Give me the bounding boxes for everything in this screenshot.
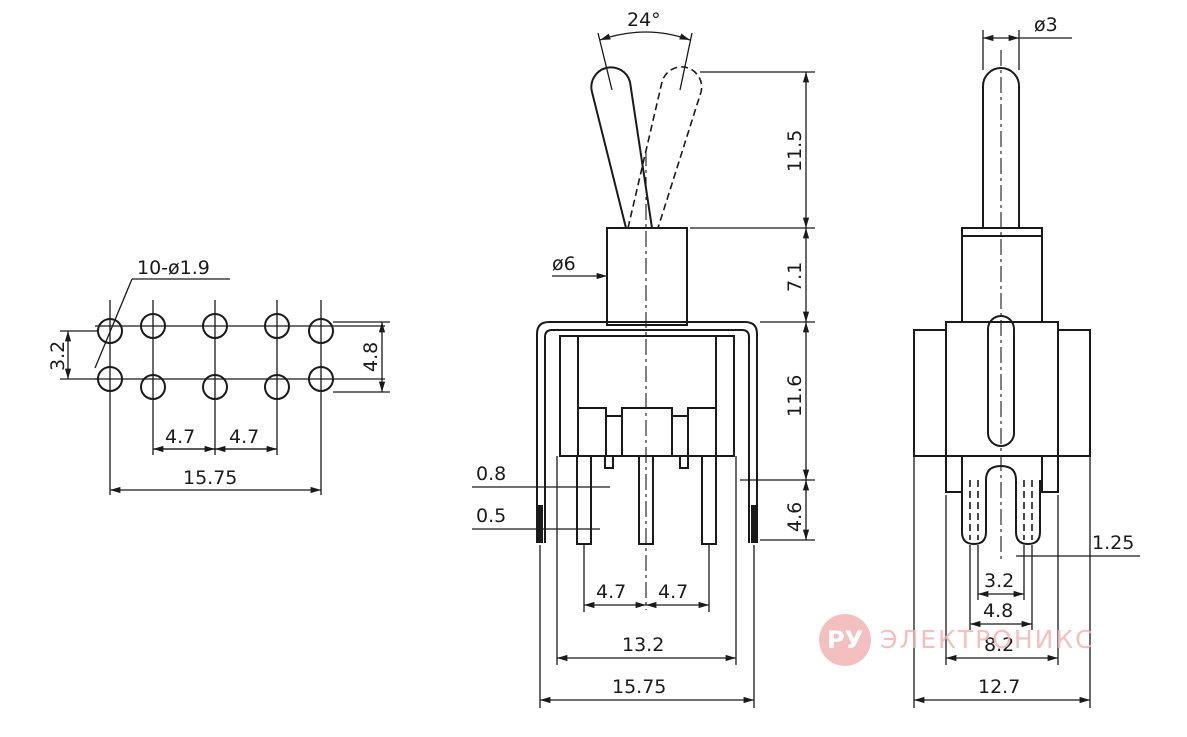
watermark-logo-circle bbox=[819, 614, 871, 666]
dim-total-width-front: 15.75 bbox=[612, 676, 666, 698]
pcb-hole-layout: 10-ø1.9 3.2 4.8 4.7 4.7 15.75 bbox=[47, 257, 390, 495]
hole-spec-label: 10-ø1.9 bbox=[137, 257, 210, 279]
bushing bbox=[606, 227, 688, 326]
watermark: РУ ЭЛЕКТРОНИКС bbox=[819, 614, 1095, 666]
toggle-lever-alt-position bbox=[627, 66, 703, 229]
dim-row-spacing: 3.2 bbox=[47, 341, 69, 371]
dim-pin-width: 1.25 bbox=[1092, 532, 1134, 554]
dim-lever-height: 11.5 bbox=[784, 130, 806, 172]
dim-pitch-2: 4.7 bbox=[229, 426, 259, 448]
dim-total-width: 15.75 bbox=[183, 467, 237, 489]
dim-bushing-height: 7.1 bbox=[784, 262, 806, 292]
terminal-pins bbox=[537, 455, 757, 545]
mounting-bracket bbox=[536, 321, 758, 543]
switch-body bbox=[559, 335, 735, 457]
side-view: ø3 1.25 3.2 4.8 bbox=[913, 14, 1140, 708]
side-body bbox=[945, 321, 1059, 457]
dim-bracket-thickness: 0.8 bbox=[476, 463, 506, 485]
dim-pitch-2-front: 4.7 bbox=[658, 581, 688, 603]
dim-pin-span: 8.2 bbox=[984, 634, 1014, 656]
side-lever bbox=[982, 67, 1020, 228]
dim-pin-thickness: 0.5 bbox=[476, 505, 506, 527]
front-view: 24° ø6 bbox=[472, 9, 815, 708]
dim-inner-width: 13.2 bbox=[622, 634, 664, 656]
toggle-angle: 24° bbox=[627, 9, 661, 31]
dim-pin-length: 4.6 bbox=[784, 502, 806, 532]
lever-diameter: ø3 bbox=[1034, 14, 1058, 36]
dim-pitch-1: 4.7 bbox=[165, 426, 195, 448]
dim-total-width-side: 12.7 bbox=[978, 676, 1020, 698]
watermark-brand: ЭЛЕКТРОНИКС bbox=[880, 625, 1095, 654]
dim-row-spacing-outer: 4.8 bbox=[360, 342, 382, 372]
dim-pitch-1-front: 4.7 bbox=[596, 581, 626, 603]
dim-body-height: 11.6 bbox=[784, 375, 806, 417]
dim-outer-pins: 4.8 bbox=[983, 600, 1013, 622]
toggle-lever bbox=[590, 66, 653, 229]
side-bushing bbox=[961, 227, 1043, 323]
watermark-logo-text: РУ bbox=[827, 626, 863, 654]
dim-inner-pins: 3.2 bbox=[984, 570, 1014, 592]
bushing-diameter: ø6 bbox=[552, 253, 576, 275]
